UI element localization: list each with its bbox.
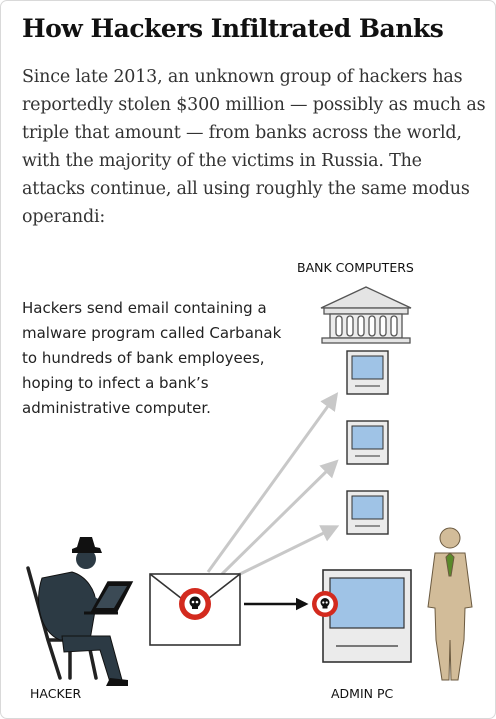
bank-pc-icon (346, 420, 389, 465)
admin-pc-icon (312, 569, 412, 663)
hacker-label: HACKER (30, 686, 82, 701)
bank-pc-icon (346, 490, 389, 535)
bank-building-icon (320, 286, 412, 344)
email-spread-arrows (206, 392, 340, 578)
arrow-to-bank-pc-1 (206, 392, 339, 573)
intro-paragraph: Since late 2013, an unknown group of hac… (22, 67, 486, 227)
bank-pc-icon (346, 350, 389, 395)
arrow-to-bank-pc-3 (235, 525, 340, 578)
graphic-title: How Hackers Infiltrated Banks (22, 14, 444, 43)
admin-person-icon (427, 527, 473, 681)
bank-computers-label: BANK COMPUTERS (297, 260, 414, 275)
malware-email-icon (149, 573, 241, 646)
arrow-to-bank-pc-2 (220, 459, 339, 576)
step-description: Hackers send email containing a malware … (22, 299, 282, 417)
admin-pc-label: ADMIN PC (331, 686, 394, 701)
hacker-figure-icon (26, 537, 134, 686)
